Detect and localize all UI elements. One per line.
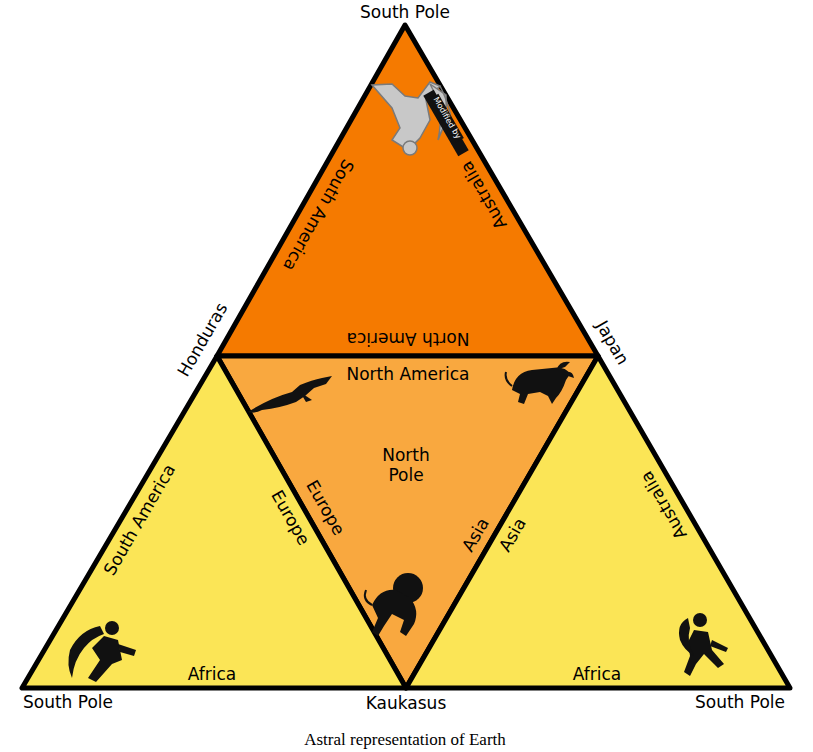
upper-triangle: South AmericaAustraliaNorth America (217, 25, 598, 356)
watermark: Modified by (430, 94, 463, 142)
corner-label: Honduras (174, 300, 232, 381)
corner-label: Kaukasus (366, 694, 447, 714)
eagle-silhouette (248, 376, 332, 413)
region-label: North America (346, 365, 469, 385)
corner-label: Japan (592, 318, 633, 369)
triangle-outline (406, 356, 790, 688)
triangle-shape (217, 25, 598, 356)
region-label: North Pole (376, 446, 436, 485)
region-label: North America (346, 328, 469, 348)
corner-label: South Pole (360, 3, 450, 23)
triangle-shape (406, 356, 790, 688)
corner-label: South Pole (23, 693, 113, 713)
figure-caption: Astral representation of Earth (304, 730, 506, 750)
aquarius-figure-right (679, 613, 728, 676)
region-label: Africa (573, 665, 622, 685)
region-label: Africa (188, 665, 237, 685)
triangle-outline (217, 25, 598, 356)
right-triangle: AsiaAustraliaAfrica (406, 356, 790, 688)
lion-silhouette (365, 573, 423, 636)
corner-label: South Pole (695, 693, 785, 713)
bull-silhouette (506, 362, 574, 404)
triangle-shape (22, 356, 406, 688)
watermark-strip (423, 90, 468, 157)
aquarius-figure-left (68, 621, 136, 682)
